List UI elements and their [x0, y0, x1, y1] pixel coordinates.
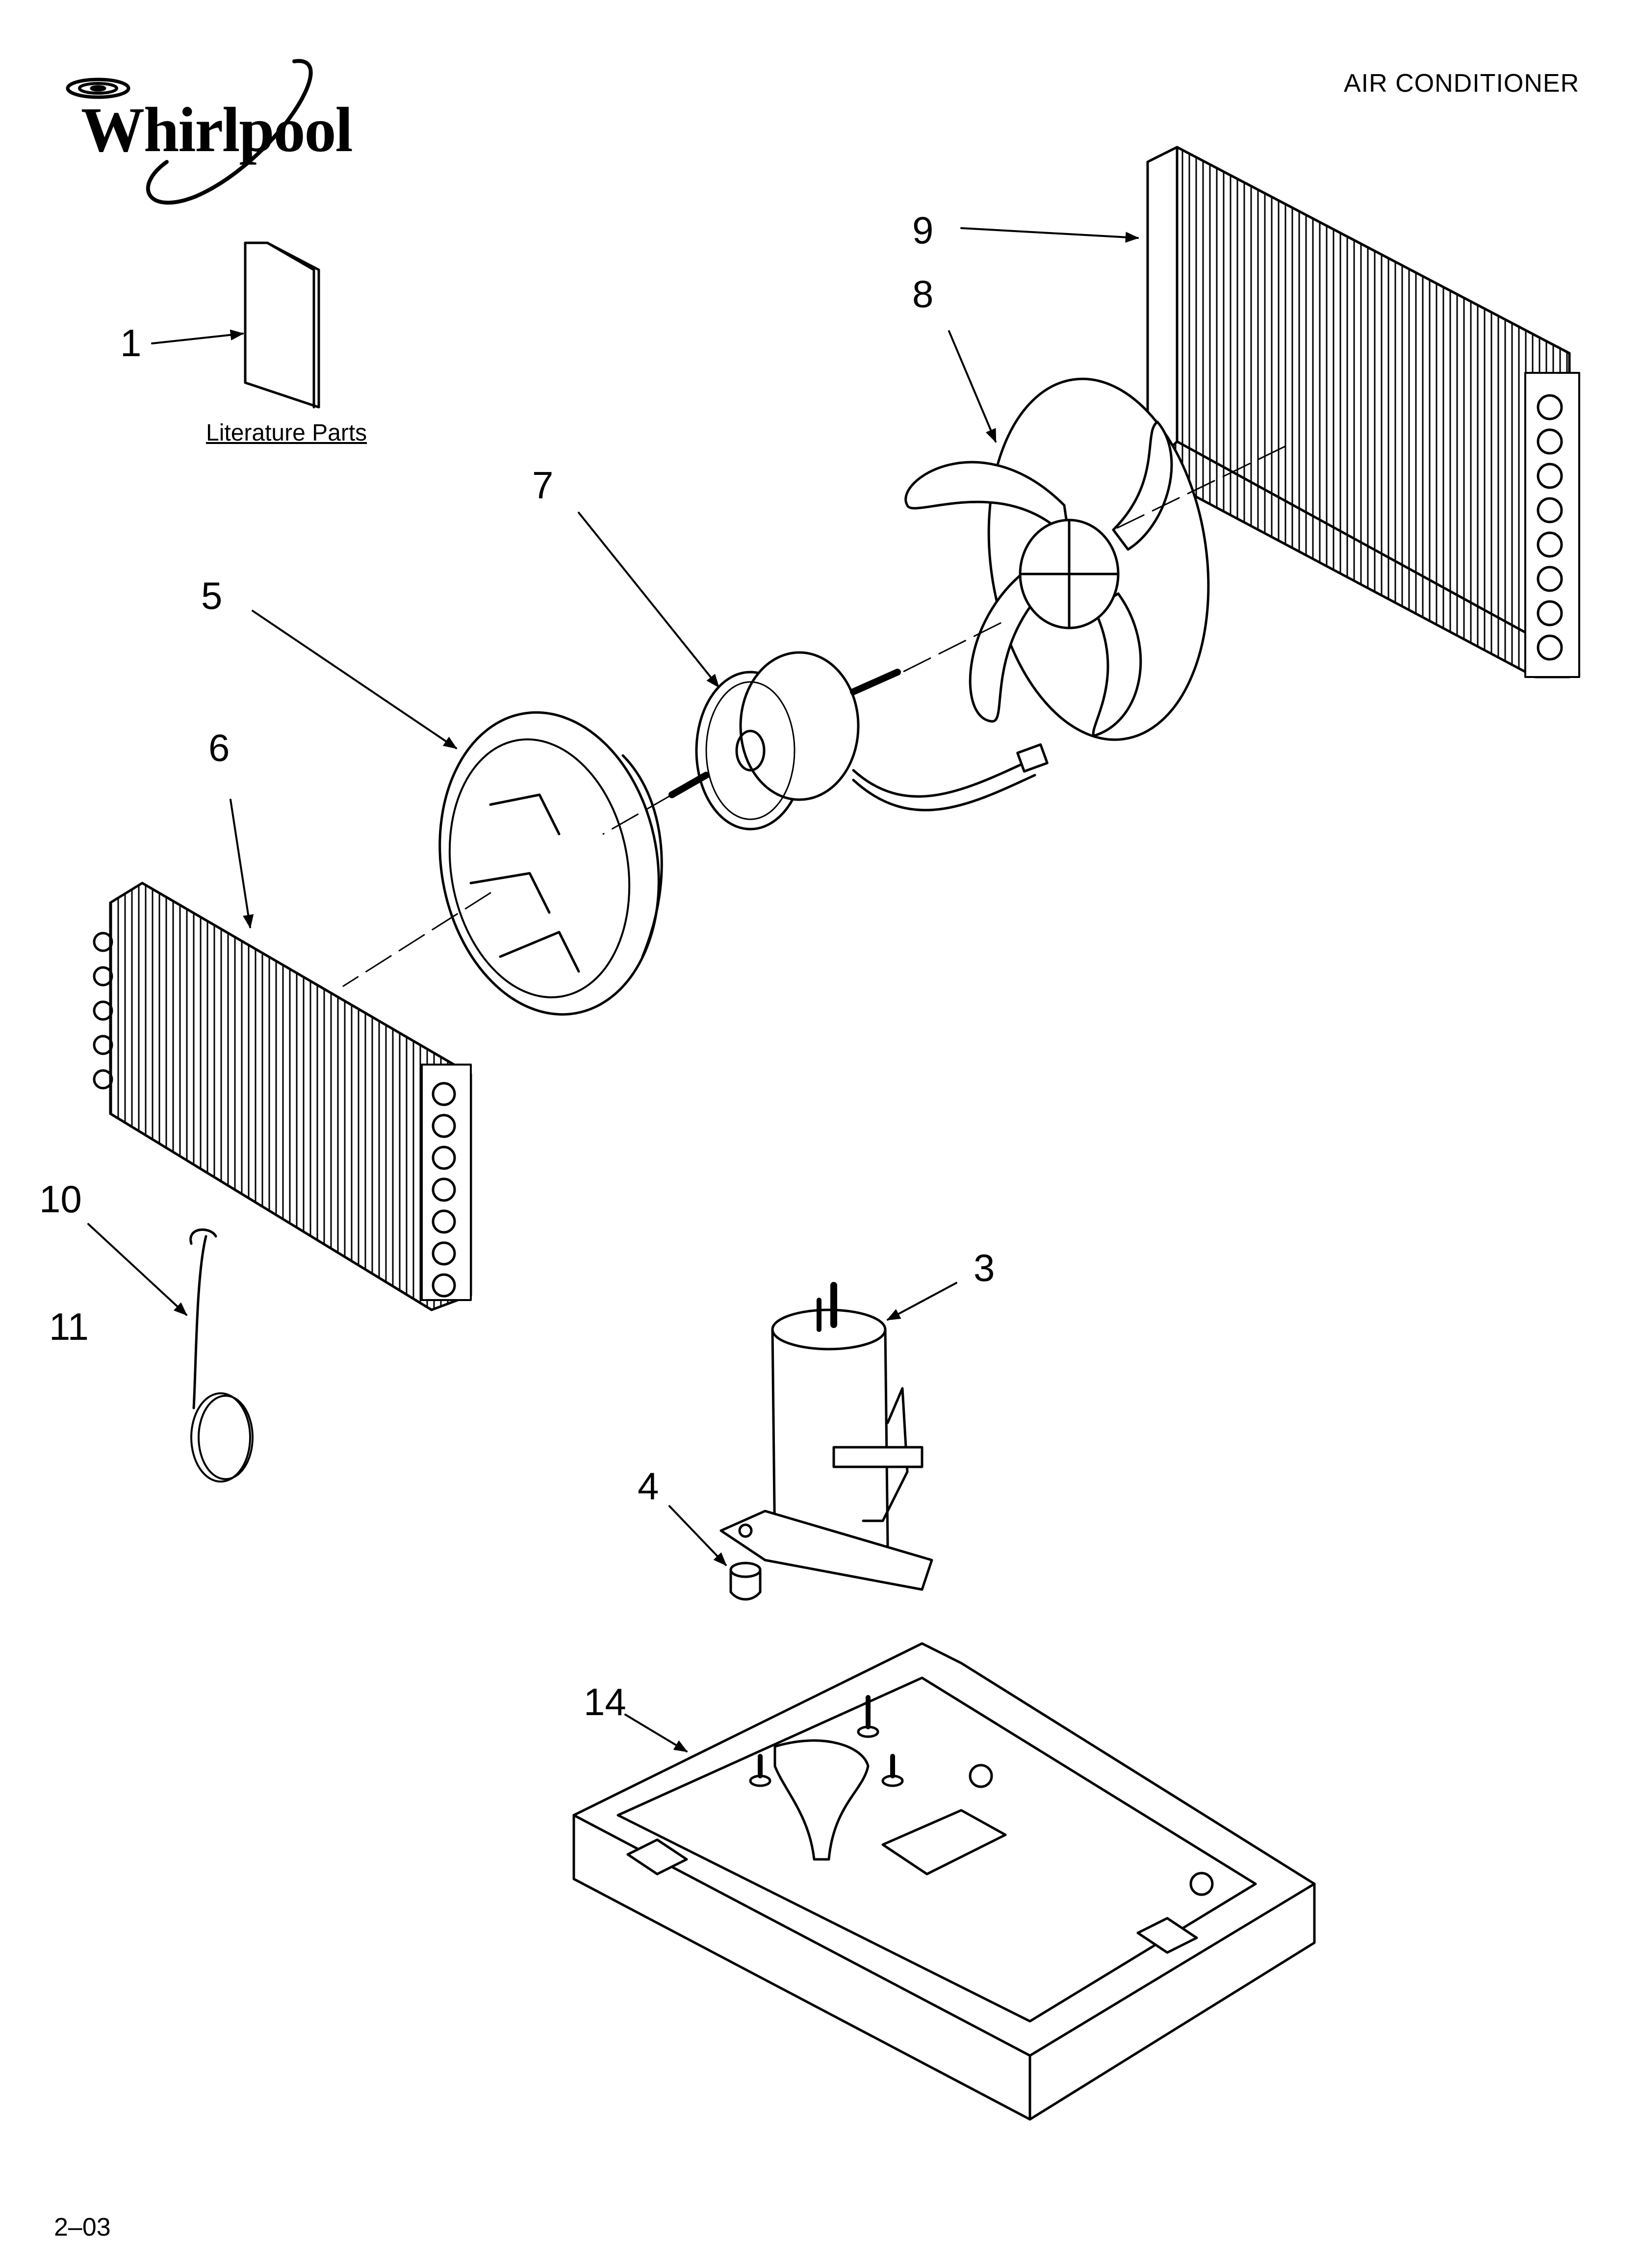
axial-fan-blade [904, 377, 1210, 741]
evaporator-coil [93, 882, 472, 1311]
page-title: AIR CONDITIONER [1344, 69, 1580, 98]
brand-logo-wordmark: Whirlpool [81, 95, 353, 165]
callout-7: 7 [532, 464, 554, 507]
compressor-grommet [729, 1562, 762, 1601]
blower-wheel [438, 711, 663, 1016]
callout-14: 14 [584, 1680, 626, 1723]
callout-1: 1 [120, 321, 142, 365]
literature-booklet [244, 241, 320, 409]
fan-motor [668, 651, 1049, 831]
callout-4: 4 [638, 1464, 659, 1508]
page-code: 2–03 [54, 2213, 111, 2242]
capillary-tube [189, 1228, 254, 1483]
callout-9: 9 [912, 209, 934, 252]
assembly-axis-lines [342, 445, 1286, 987]
callout-8: 8 [912, 272, 934, 315]
condenser-coil [1146, 146, 1580, 678]
callout-5: 5 [201, 574, 223, 617]
compressor [719, 1282, 933, 1591]
base-pan [572, 1642, 1316, 2121]
literature-parts-label: Literature Parts [206, 420, 367, 446]
callout-leader-lines [87, 227, 1139, 1752]
callout-3: 3 [974, 1246, 995, 1289]
whirlpool-logo-swirl [66, 59, 313, 205]
callout-10: 10 [39, 1177, 82, 1221]
callout-11: 11 [49, 1305, 89, 1348]
callout-6: 6 [208, 726, 230, 769]
